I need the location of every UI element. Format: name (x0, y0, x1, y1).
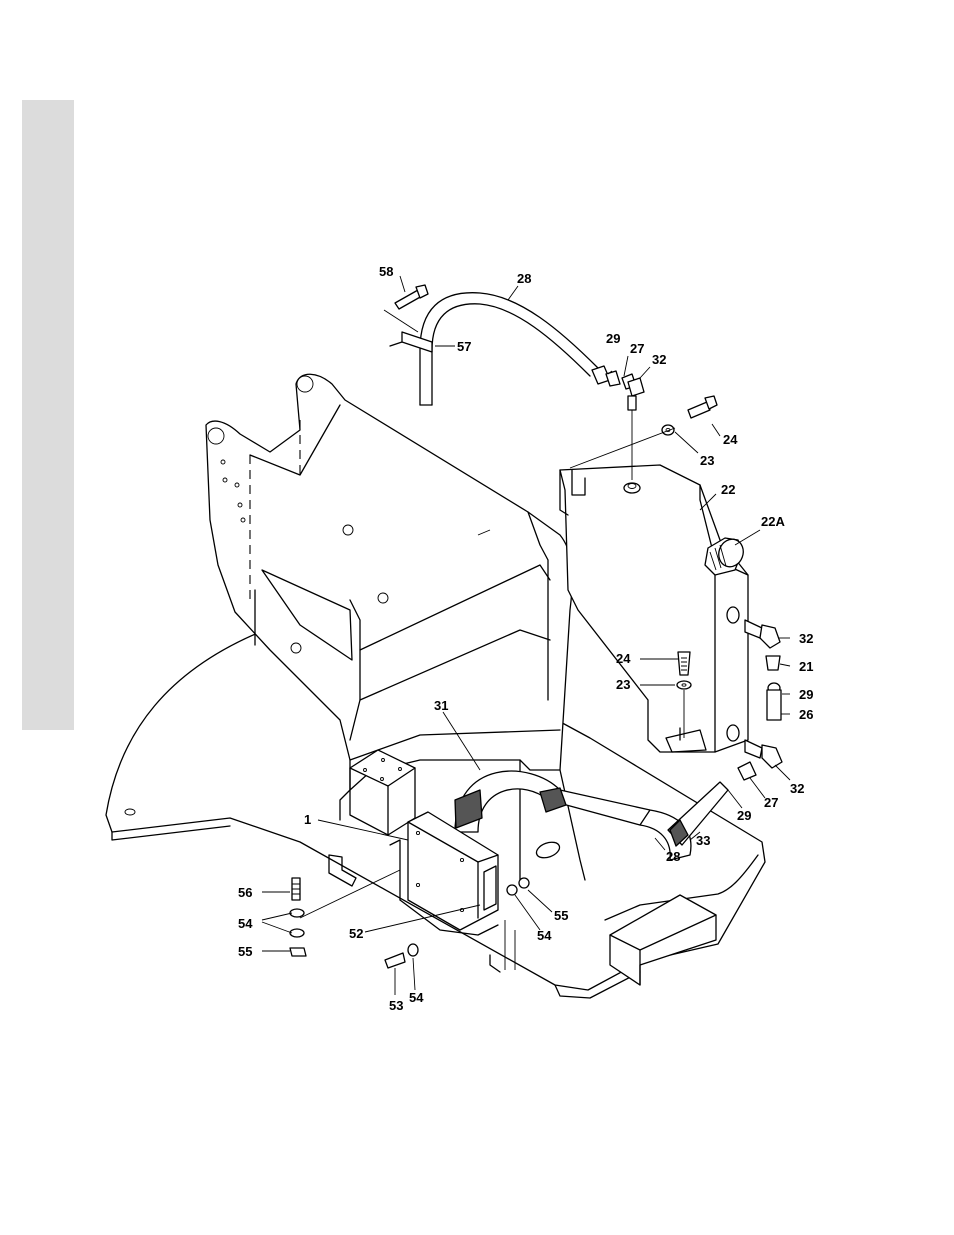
callout-27: 27 (630, 341, 644, 356)
callout-1: 1 (304, 812, 311, 827)
callout-55: 55 (238, 944, 252, 959)
callout-33: 33 (696, 833, 710, 848)
hydraulic-tank (560, 465, 748, 752)
callout-58: 58 (379, 264, 393, 279)
upper-fittings (570, 366, 717, 480)
callout-31: 31 (434, 698, 448, 713)
callout-28: 28 (517, 271, 531, 286)
callout-28: 28 (666, 849, 680, 864)
callout-54: 54 (409, 990, 424, 1005)
callout-55: 55 (554, 908, 568, 923)
callout-21: 21 (799, 659, 813, 674)
callout-54: 54 (238, 916, 253, 931)
callout-32: 32 (799, 631, 813, 646)
callout-29: 29 (799, 687, 813, 702)
callout-22: 22 (721, 482, 735, 497)
callout-54: 54 (537, 928, 552, 943)
callout-23: 23 (700, 453, 714, 468)
callout-53: 53 (389, 998, 403, 1013)
callout-52: 52 (349, 926, 363, 941)
callout-29: 29 (737, 808, 751, 823)
callout-32: 32 (652, 352, 666, 367)
callout-24: 24 (723, 432, 738, 447)
callout-26: 26 (799, 707, 813, 722)
callout-24: 24 (616, 651, 631, 666)
callout-22a: 22A (761, 514, 785, 529)
callout-56: 56 (238, 885, 252, 900)
callout-32: 32 (790, 781, 804, 796)
callout-27: 27 (764, 795, 778, 810)
callout-29: 29 (606, 331, 620, 346)
upper-hose (384, 285, 598, 405)
callout-23: 23 (616, 677, 630, 692)
callout-57: 57 (457, 339, 471, 354)
